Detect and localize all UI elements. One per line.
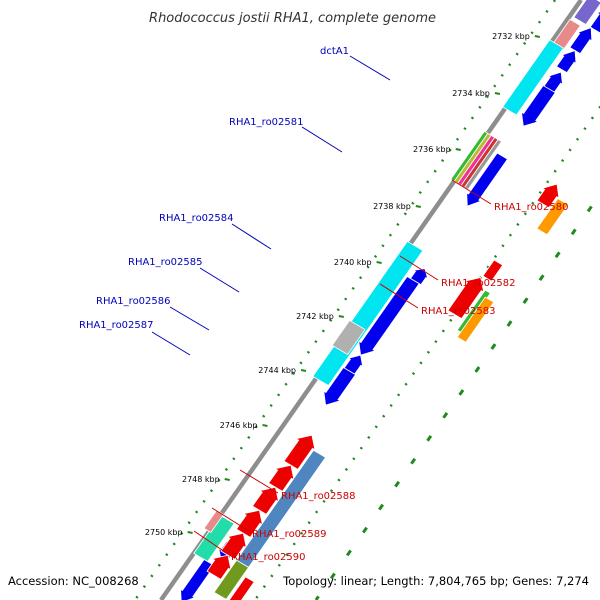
leader-line (451, 179, 492, 205)
gene-arrow-ro02588 (268, 464, 295, 492)
gene-arrow-ro02588 (283, 434, 316, 470)
genome-title: Rhodococcus jostii RHA1, complete genome (149, 11, 436, 26)
tick-mark (376, 261, 382, 264)
leader-line (399, 255, 439, 281)
tick-mark (262, 424, 268, 427)
tick-mark (455, 148, 461, 151)
gene-arrow (589, 11, 600, 34)
topology-summary: Topology: linear; Length: 7,804,765 bp; … (283, 574, 589, 588)
gene-arrow (323, 366, 357, 406)
tick-mark (415, 205, 421, 208)
gene-block (536, 198, 569, 236)
tick-label: 2744 kbp (258, 366, 296, 375)
tick-label: 2742 kbp (296, 312, 334, 321)
leader-line (151, 331, 191, 356)
tick-label: 2732 kbp (492, 32, 530, 41)
leader-line (301, 126, 343, 153)
gene-arrow-ro02588 (220, 532, 247, 560)
gene-label: RHA1_ro02587 (79, 320, 154, 331)
gene-label: RHA1_ro02585 (128, 257, 203, 268)
gene-block-ro02583 (456, 296, 495, 343)
tick-mark (300, 369, 307, 372)
gene-block (203, 509, 225, 533)
gene-arrow-ro02586 (343, 354, 364, 375)
tick-mark (534, 35, 540, 38)
leader-line (199, 267, 240, 293)
tick-label: 2734 kbp (452, 89, 490, 98)
leader-line (239, 469, 279, 494)
tick-mark (338, 315, 344, 318)
gene-arrow (569, 27, 593, 55)
gene-block (228, 576, 255, 600)
leader-line (231, 223, 272, 250)
gene-block-dcta1 (502, 39, 564, 116)
tick-mark (224, 478, 230, 481)
gene-block (551, 18, 581, 52)
accession-text: Accession: NC_008268 (8, 574, 139, 588)
forward-guide-line (133, 0, 557, 600)
gene-arrow-ro02580 (536, 183, 560, 209)
gene-arrow-ro02582 (447, 277, 485, 320)
gene-arrow-ro02588 (251, 486, 280, 515)
tick-label: 2748 kbp (182, 475, 220, 484)
tick-mark (494, 92, 501, 95)
tick-label: 2738 kbp (373, 202, 411, 211)
leader-line (193, 530, 229, 555)
gene-arrow-ro02585 (358, 275, 420, 356)
gene-label: RHA1_ro02584 (159, 213, 234, 224)
gene-label: RHA1_ro02581 (229, 117, 304, 128)
gene-label: dctA1 (320, 46, 349, 57)
leader-line (379, 283, 419, 309)
tick-label: 2740 kbp (334, 258, 372, 267)
right-guide-line (314, 191, 600, 600)
gene-block (573, 0, 600, 26)
gene-arrow-ro02588 (235, 509, 263, 538)
gene-label: RHA1_ro02583 (421, 306, 496, 317)
gene-label: RHA1_ro02588 (281, 491, 356, 502)
tick-mark (187, 531, 193, 534)
gene-label: RHA1_ro02586 (96, 296, 171, 307)
gene-label: RHA1_ro02580 (494, 202, 569, 213)
gene-block-ro02590 (213, 559, 250, 600)
gene-label: RHA1_ro02590 (231, 552, 306, 563)
gene-arrow (542, 71, 563, 94)
tick-label: 2750 kbp (145, 528, 183, 537)
gene-label: RHA1_ro02589 (252, 529, 327, 540)
leader-line (211, 507, 250, 532)
gene-label: RHA1_ro02582 (441, 278, 516, 289)
gene-arrow (555, 50, 577, 74)
gene-block-ro02587 (331, 319, 366, 356)
gene-block (482, 259, 504, 282)
gene-arrow-ro02588 (206, 554, 232, 580)
tick-label: 2746 kbp (220, 421, 258, 430)
leader-line (349, 55, 391, 81)
tick-label: 2736 kbp (413, 145, 451, 154)
gene-arrow (520, 84, 556, 127)
gene-arrow-ro02581 (466, 152, 509, 207)
leader-line (169, 306, 210, 331)
